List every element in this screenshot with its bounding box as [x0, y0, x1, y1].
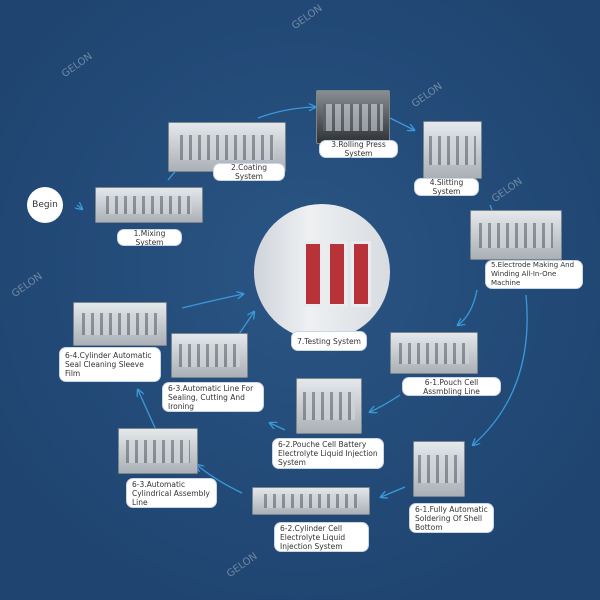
- cylinder-seal-image: [73, 302, 167, 346]
- label-pouch-injection: 6-2.Pouche Cell Battery Electrolyte Liqu…: [273, 439, 383, 468]
- label-coating: 2.Coating System: [214, 163, 284, 181]
- arrow: [77, 205, 82, 209]
- sealing-line-image: [171, 333, 248, 378]
- pouch-injection-image: [296, 378, 362, 434]
- arrow: [381, 486, 406, 497]
- testing-system-photo: [254, 204, 390, 340]
- label-electrode-winding: 5.Electrode Making And Winding All-In-On…: [486, 261, 582, 288]
- arrow: [181, 294, 243, 309]
- arrow: [197, 465, 243, 494]
- label-sealing-line: 6-3.Automatic Line For Sealing, Cutting …: [163, 383, 263, 411]
- label-rolling-press: 3.Rolling Press System: [320, 140, 397, 158]
- cylindrical-assembly-image: [118, 428, 198, 474]
- electrode-winding-image: [470, 210, 562, 260]
- arrow: [458, 289, 478, 325]
- arrow: [257, 107, 315, 119]
- begin-node: Begin: [27, 187, 63, 223]
- label-mixing: 1.Mixing System: [118, 229, 181, 247]
- cylinder-injection-image: [252, 487, 370, 515]
- label-cylindrical-assembly: 6-3.Automatic Cylindrical Assembly Line: [127, 479, 216, 507]
- arrow: [389, 117, 414, 130]
- label-pouch-assembling: 6-1.Pouch Cell Assmbling Line: [403, 378, 500, 396]
- shell-soldering-image: [413, 441, 465, 497]
- pouch-assembling-image: [390, 332, 478, 374]
- arrow: [473, 294, 528, 445]
- arrow: [370, 394, 401, 412]
- arrow: [138, 390, 157, 431]
- label-cylinder-injection: 6-2.Cylinder Cell Electrolyte Liquid Inj…: [275, 523, 368, 551]
- label-shell-soldering: 6-1.Fully Automatic Soldering Of Shell B…: [410, 504, 493, 532]
- rolling-press-image: [316, 90, 390, 144]
- label-cylinder-seal: 6-4.Cylinder Automatic Seal Cleaning Sle…: [60, 348, 160, 381]
- label-testing: 7.Testing System: [292, 332, 366, 350]
- label-slitting: 4.Slitting System: [415, 178, 478, 196]
- coating-system-image: [168, 122, 286, 172]
- arrow: [270, 423, 286, 431]
- slitting-system-image: [423, 121, 482, 179]
- mixing-system-image: [95, 187, 203, 223]
